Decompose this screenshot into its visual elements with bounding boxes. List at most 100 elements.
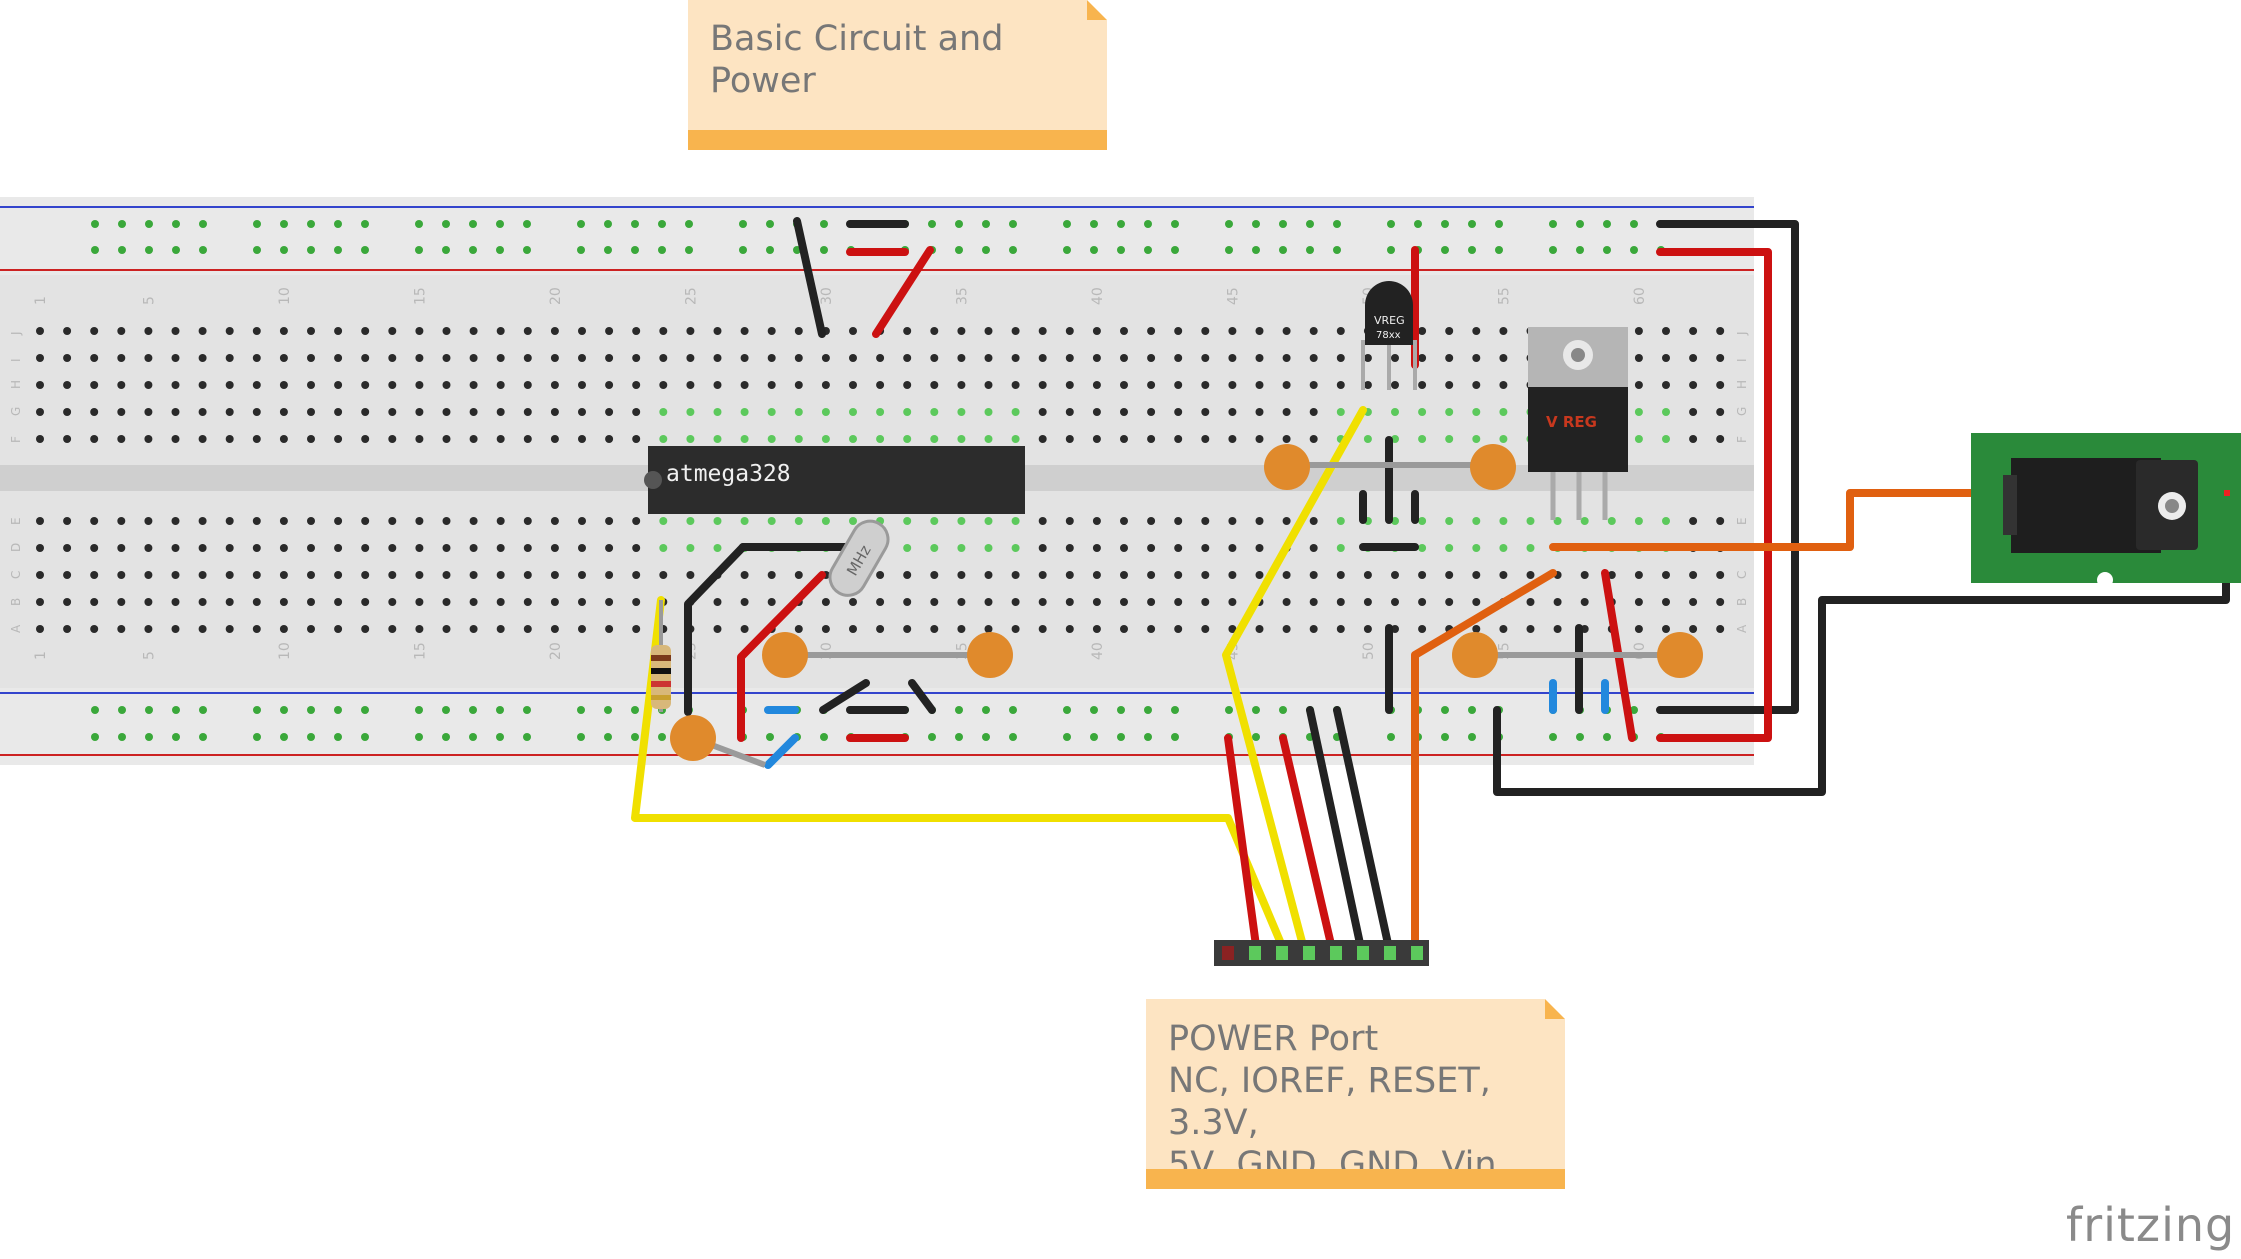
row-label: F: [1735, 436, 1749, 443]
atmega-chip: atmega328: [644, 446, 1025, 514]
breadboard-hole: [550, 571, 559, 579]
breadboard-hole: [605, 435, 614, 443]
breadboard-hole: [442, 246, 450, 254]
breadboard-hole: [604, 246, 612, 254]
breadboard-hole: [415, 706, 423, 714]
row-label: I: [1735, 358, 1749, 362]
wires: [631, 217, 2230, 957]
breadboard-hole: [550, 435, 559, 443]
row-label: A: [1735, 624, 1749, 633]
breadboard-hole: [415, 381, 424, 389]
breadboard-hole: [361, 571, 370, 579]
breadboard-hole: [1576, 246, 1584, 254]
breadboard-hole: [1255, 517, 1264, 525]
breadboard-hole: [1174, 354, 1183, 362]
breadboard-hole: [1306, 220, 1314, 228]
breadboard-hole: [1445, 544, 1454, 552]
breadboard-hole: [1468, 246, 1476, 254]
breadboard-hole: [279, 327, 288, 335]
breadboard-hole: [605, 327, 614, 335]
breadboard-hole: [225, 571, 234, 579]
breadboard-hole: [903, 598, 912, 606]
breadboard-hole: [1147, 327, 1156, 335]
breadboard-hole: [578, 435, 586, 443]
breadboard-hole: [1309, 625, 1318, 633]
breadboard-hole: [794, 354, 803, 362]
breadboard-hole: [578, 408, 586, 416]
breadboard-hole: [1092, 381, 1101, 389]
breadboard-hole: [1472, 598, 1481, 606]
breadboard-hole: [578, 517, 586, 525]
breadboard-hole: [1662, 354, 1670, 362]
breadboard-hole: [1336, 408, 1345, 416]
breadboard-hole: [523, 598, 532, 606]
breadboard-hole: [794, 571, 803, 579]
breadboard-hole: [928, 733, 936, 741]
breadboard-hole: [145, 246, 153, 254]
breadboard-hole: [1336, 544, 1345, 552]
row-label: G: [9, 407, 23, 416]
breadboard-hole: [1282, 517, 1291, 525]
breadboard-hole: [361, 517, 370, 525]
breadboard-hole: [1147, 598, 1156, 606]
breadboard-hole: [1634, 517, 1643, 525]
breadboard-hole: [1255, 381, 1264, 389]
breadboard-hole: [767, 435, 776, 443]
breadboard-hole: [334, 598, 343, 606]
breadboard-hole: [1201, 544, 1210, 552]
breadboard-hole: [1630, 706, 1638, 714]
wire-orange-jack: [1549, 489, 1987, 551]
breadboard-hole: [523, 517, 532, 525]
title-note-text: Basic Circuit and Power: [710, 19, 1004, 101]
breadboard-hole: [117, 408, 126, 416]
breadboard-hole: [469, 517, 478, 525]
breadboard-hole: [605, 544, 614, 552]
breadboard-hole: [36, 381, 44, 389]
breadboard-hole: [713, 354, 722, 362]
breadboard-hole: [740, 327, 749, 335]
breadboard-hole: [659, 381, 668, 389]
breadboard-hole: [1120, 544, 1128, 552]
breadboard-hole: [388, 381, 397, 389]
breadboard-hole: [984, 544, 993, 552]
breadboard-hole: [794, 408, 803, 416]
breadboard-hole: [1171, 706, 1179, 714]
breadboard-hole: [496, 327, 505, 335]
breadboard-hole: [388, 544, 397, 552]
breadboard-hole: [90, 381, 99, 389]
breadboard-hole: [1441, 220, 1449, 228]
breadboard-hole: [605, 571, 614, 579]
breadboard-hole: [1255, 571, 1264, 579]
breadboard-hole: [523, 381, 532, 389]
breadboard-hole: [334, 435, 343, 443]
breadboard-hole: [198, 435, 207, 443]
breadboard-hole: [1716, 327, 1725, 335]
breadboard-hole: [442, 517, 451, 525]
column-label: 5: [141, 651, 157, 660]
breadboard-hole: [1634, 571, 1643, 579]
breadboard-hole: [36, 435, 44, 443]
breadboard-hole: [117, 571, 126, 579]
row-label: E: [9, 517, 23, 525]
breadboard-hole: [1445, 598, 1454, 606]
breadboard-hole: [1499, 408, 1508, 416]
vreg-large: V REG: [1528, 327, 1628, 520]
breadboard-hole: [713, 381, 722, 389]
breadboard-hole: [1201, 408, 1210, 416]
breadboard-hole: [550, 354, 559, 362]
column-label: 20: [548, 287, 564, 305]
breadboard-hole: [876, 598, 885, 606]
breadboard-hole: [1201, 354, 1210, 362]
breadboard-hole: [199, 246, 207, 254]
breadboard-hole: [1336, 598, 1345, 606]
breadboard-hole: [1418, 381, 1427, 389]
breadboard-hole: [252, 598, 261, 606]
breadboard-hole: [334, 354, 343, 362]
breadboard-hole: [361, 625, 370, 633]
breadboard-hole: [1147, 381, 1156, 389]
breadboard-hole: [1147, 435, 1156, 443]
breadboard-hole: [1468, 706, 1476, 714]
breadboard-hole: [279, 517, 288, 525]
breadboard-hole: [1662, 625, 1670, 633]
breadboard-hole: [1662, 327, 1670, 335]
